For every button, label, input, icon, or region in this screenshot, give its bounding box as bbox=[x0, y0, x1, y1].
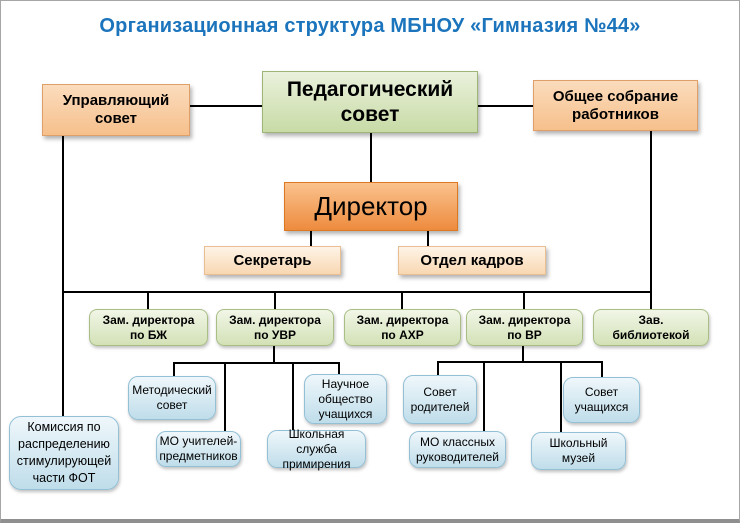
node-school-museum: Школьный музей bbox=[531, 432, 626, 470]
page-title: Организационная структура МБНОУ «Гимнази… bbox=[99, 15, 641, 37]
node-deputy-uvr: Зам. директора по УВР bbox=[216, 309, 334, 346]
node-head-librarian: Зав. библиотекой bbox=[593, 309, 709, 346]
node-deputy-bzh: Зам. директора по БЖ bbox=[89, 309, 208, 346]
connector-pedagogical-assembly bbox=[477, 105, 533, 107]
connector-director-hr bbox=[427, 231, 429, 246]
connector-director-secretary bbox=[310, 231, 312, 246]
connector-governing-pedagogical bbox=[190, 105, 263, 107]
node-mo-class-teachers: МО классных руководителей bbox=[409, 431, 506, 468]
connector-uvr-horizontal bbox=[173, 362, 340, 364]
connector-main-horizontal bbox=[62, 291, 652, 293]
connector-vr-horizontal bbox=[437, 361, 603, 363]
connector-stub-mediation bbox=[292, 362, 294, 432]
connector-stub-students bbox=[601, 361, 603, 378]
connector-stub-mo-subject bbox=[224, 362, 226, 433]
node-deputy-ahr: Зам. директора по АХР bbox=[344, 309, 461, 346]
connector-left-trunk bbox=[62, 136, 64, 416]
connector-uvr-drop bbox=[273, 346, 275, 362]
node-pedagogical-council: Педагогический совет bbox=[262, 71, 478, 133]
node-deputy-vr: Зам. директора по ВР bbox=[466, 309, 583, 346]
connector-stub-uvr bbox=[274, 291, 276, 309]
connector-stub-parents bbox=[437, 361, 439, 376]
connector-stub-methodical bbox=[173, 362, 175, 378]
connector-stub-scientific bbox=[338, 362, 340, 376]
node-mo-subject-teachers: МО учителей- предметников bbox=[156, 431, 241, 467]
node-governing-council: Управляющий совет bbox=[42, 84, 190, 136]
node-hr-department: Отдел кадров bbox=[398, 246, 546, 275]
connector-vr-drop bbox=[522, 346, 524, 361]
node-students-council: Совет учащихся bbox=[563, 377, 640, 423]
node-parents-council: Совет родителей bbox=[403, 375, 477, 424]
connector-pedagogical-director bbox=[370, 132, 372, 182]
node-scientific-society: Научное общество учащихся bbox=[304, 374, 387, 424]
node-methodical-council: Методический совет bbox=[128, 376, 216, 420]
connector-right-trunk bbox=[650, 131, 652, 309]
connector-stub-vr bbox=[523, 291, 525, 309]
node-general-assembly: Общее собрание работников bbox=[533, 80, 698, 131]
node-director: Директор bbox=[284, 182, 458, 231]
node-school-mediation: Школьная служба примирения bbox=[267, 427, 366, 471]
connector-stub-bzh bbox=[147, 291, 149, 309]
connector-stub-museum bbox=[560, 361, 562, 433]
node-secretary: Секретарь bbox=[204, 246, 341, 275]
connector-stub-ahr bbox=[401, 291, 403, 309]
node-fot-commission: Комиссия по распределению стимулирующей … bbox=[9, 416, 119, 490]
connector-stub-mo-class bbox=[483, 361, 485, 432]
